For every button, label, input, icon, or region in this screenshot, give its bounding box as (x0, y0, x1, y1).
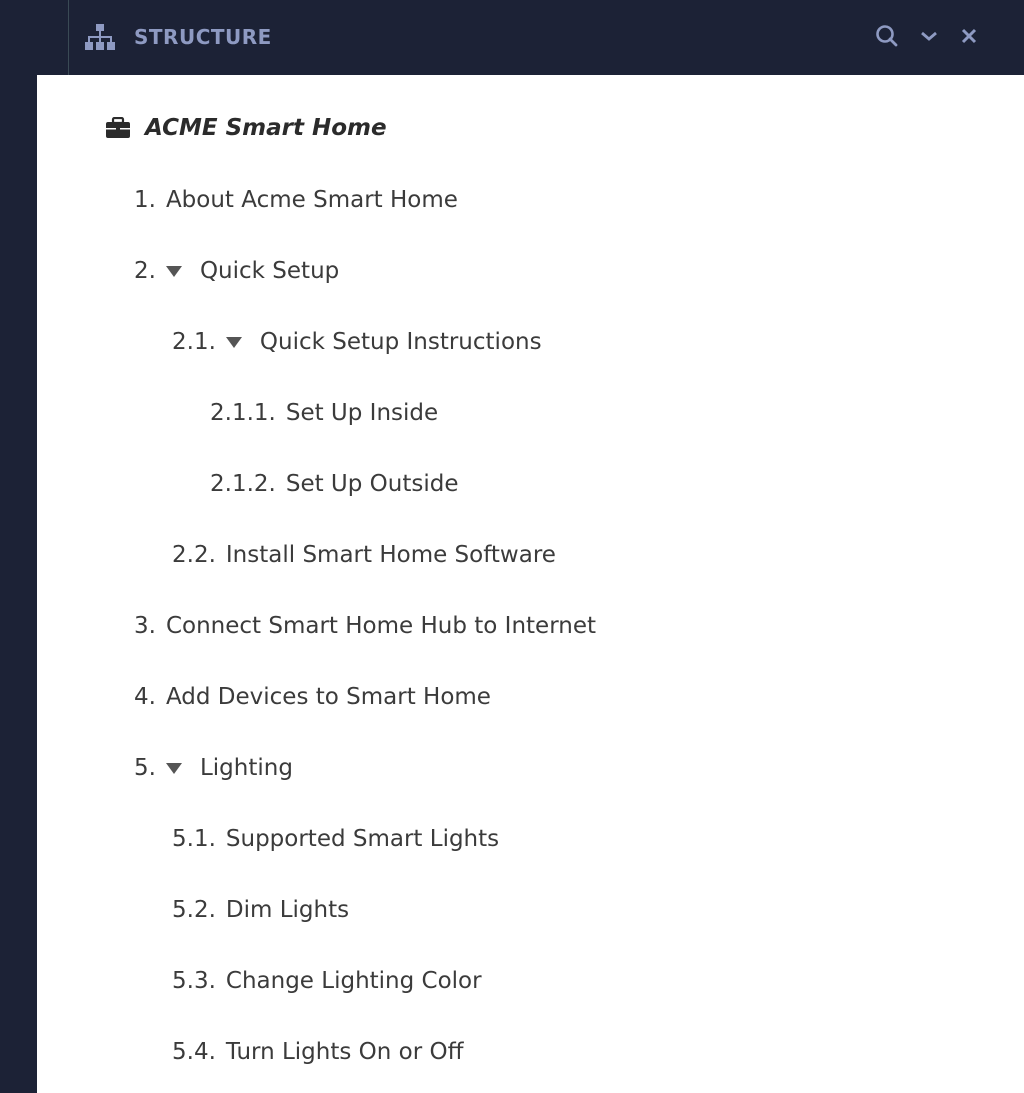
briefcase-icon (106, 117, 130, 138)
tree-item-label: Connect Smart Home Hub to Internet (165, 613, 596, 639)
tree-item[interactable]: 5. Lighting (134, 755, 293, 781)
tree-item-label: Turn Lights On or Off (225, 1039, 464, 1065)
tree-item[interactable]: 5.4. Turn Lights On or Off (172, 1039, 463, 1065)
tree-item[interactable]: 5.3. Change Lighting Color (172, 968, 482, 994)
tree-item[interactable]: 5.1. Supported Smart Lights (172, 826, 499, 852)
tree-item-label: Install Smart Home Software (225, 542, 556, 568)
tree-item-number: 5.3. (172, 968, 216, 994)
tree-item-number: 2.1.1. (210, 400, 276, 426)
tree-item-number: 5.1. (172, 826, 216, 852)
tree-item-label: Lighting (199, 755, 293, 781)
tree-item[interactable]: 3. Connect Smart Home Hub to Internet (134, 613, 596, 639)
expand-triangle-icon[interactable] (165, 265, 182, 277)
tree-item-number: 5. (134, 755, 156, 781)
tree-item-number: 5.2. (172, 897, 216, 923)
collapse-button[interactable] (915, 22, 943, 50)
tree-root[interactable]: ACME Smart Home (105, 115, 387, 141)
tree-item-label: About Acme Smart Home (165, 187, 458, 213)
tree-item-number: 5.4. (172, 1039, 216, 1065)
tree-item[interactable]: 1. About Acme Smart Home (134, 187, 458, 213)
chevron-down-icon (921, 31, 937, 41)
tree-item-label: Supported Smart Lights (225, 826, 500, 852)
tree-item-label: Set Up Inside (285, 400, 439, 426)
search-icon (876, 25, 898, 47)
tree-item-label: Change Lighting Color (225, 968, 482, 994)
expand-triangle-icon[interactable] (225, 336, 242, 348)
tree-item-number: 2.1.2. (210, 471, 276, 497)
tree-item[interactable]: 5.2. Dim Lights (172, 897, 349, 923)
structure-tree: ACME Smart Home 1. About Acme Smart Home 2… (37, 75, 1024, 1093)
tree-item-label: Quick Setup Instructions (259, 329, 542, 355)
tree-item-label: Set Up Outside (285, 471, 459, 497)
close-button[interactable] (955, 22, 983, 50)
tree-item[interactable]: 2.1.1. Set Up Inside (210, 400, 438, 426)
tree-item[interactable]: 2. Quick Setup (134, 258, 339, 284)
sitemap-icon (85, 24, 115, 50)
tree-item-number: 3. (134, 613, 156, 639)
tree-item-label: Quick Setup (199, 258, 340, 284)
close-icon (961, 28, 977, 44)
tree-item-label: Dim Lights (225, 897, 350, 923)
tree-item[interactable]: 2.1. Quick Setup Instructions (172, 329, 542, 355)
tree-item[interactable]: 4. Add Devices to Smart Home (134, 684, 491, 710)
expand-triangle-icon[interactable] (165, 762, 182, 774)
tree-item-number: 2.1. (172, 329, 216, 355)
tree-item-number: 2. (134, 258, 156, 284)
tree-item-label: Add Devices to Smart Home (165, 684, 491, 710)
tree-item-number: 1. (134, 187, 156, 213)
tree-item[interactable]: 2.1.2. Set Up Outside (210, 471, 459, 497)
structure-panel-header: STRUCTURE (0, 0, 1024, 75)
search-button[interactable] (873, 22, 901, 50)
tree-root-label: ACME Smart Home (145, 115, 387, 141)
tree-item-number: 4. (134, 684, 156, 710)
panel-title: STRUCTURE (134, 25, 272, 49)
tree-item-number: 2.2. (172, 542, 216, 568)
header-divider (68, 0, 69, 75)
tree-item[interactable]: 2.2. Install Smart Home Software (172, 542, 556, 568)
